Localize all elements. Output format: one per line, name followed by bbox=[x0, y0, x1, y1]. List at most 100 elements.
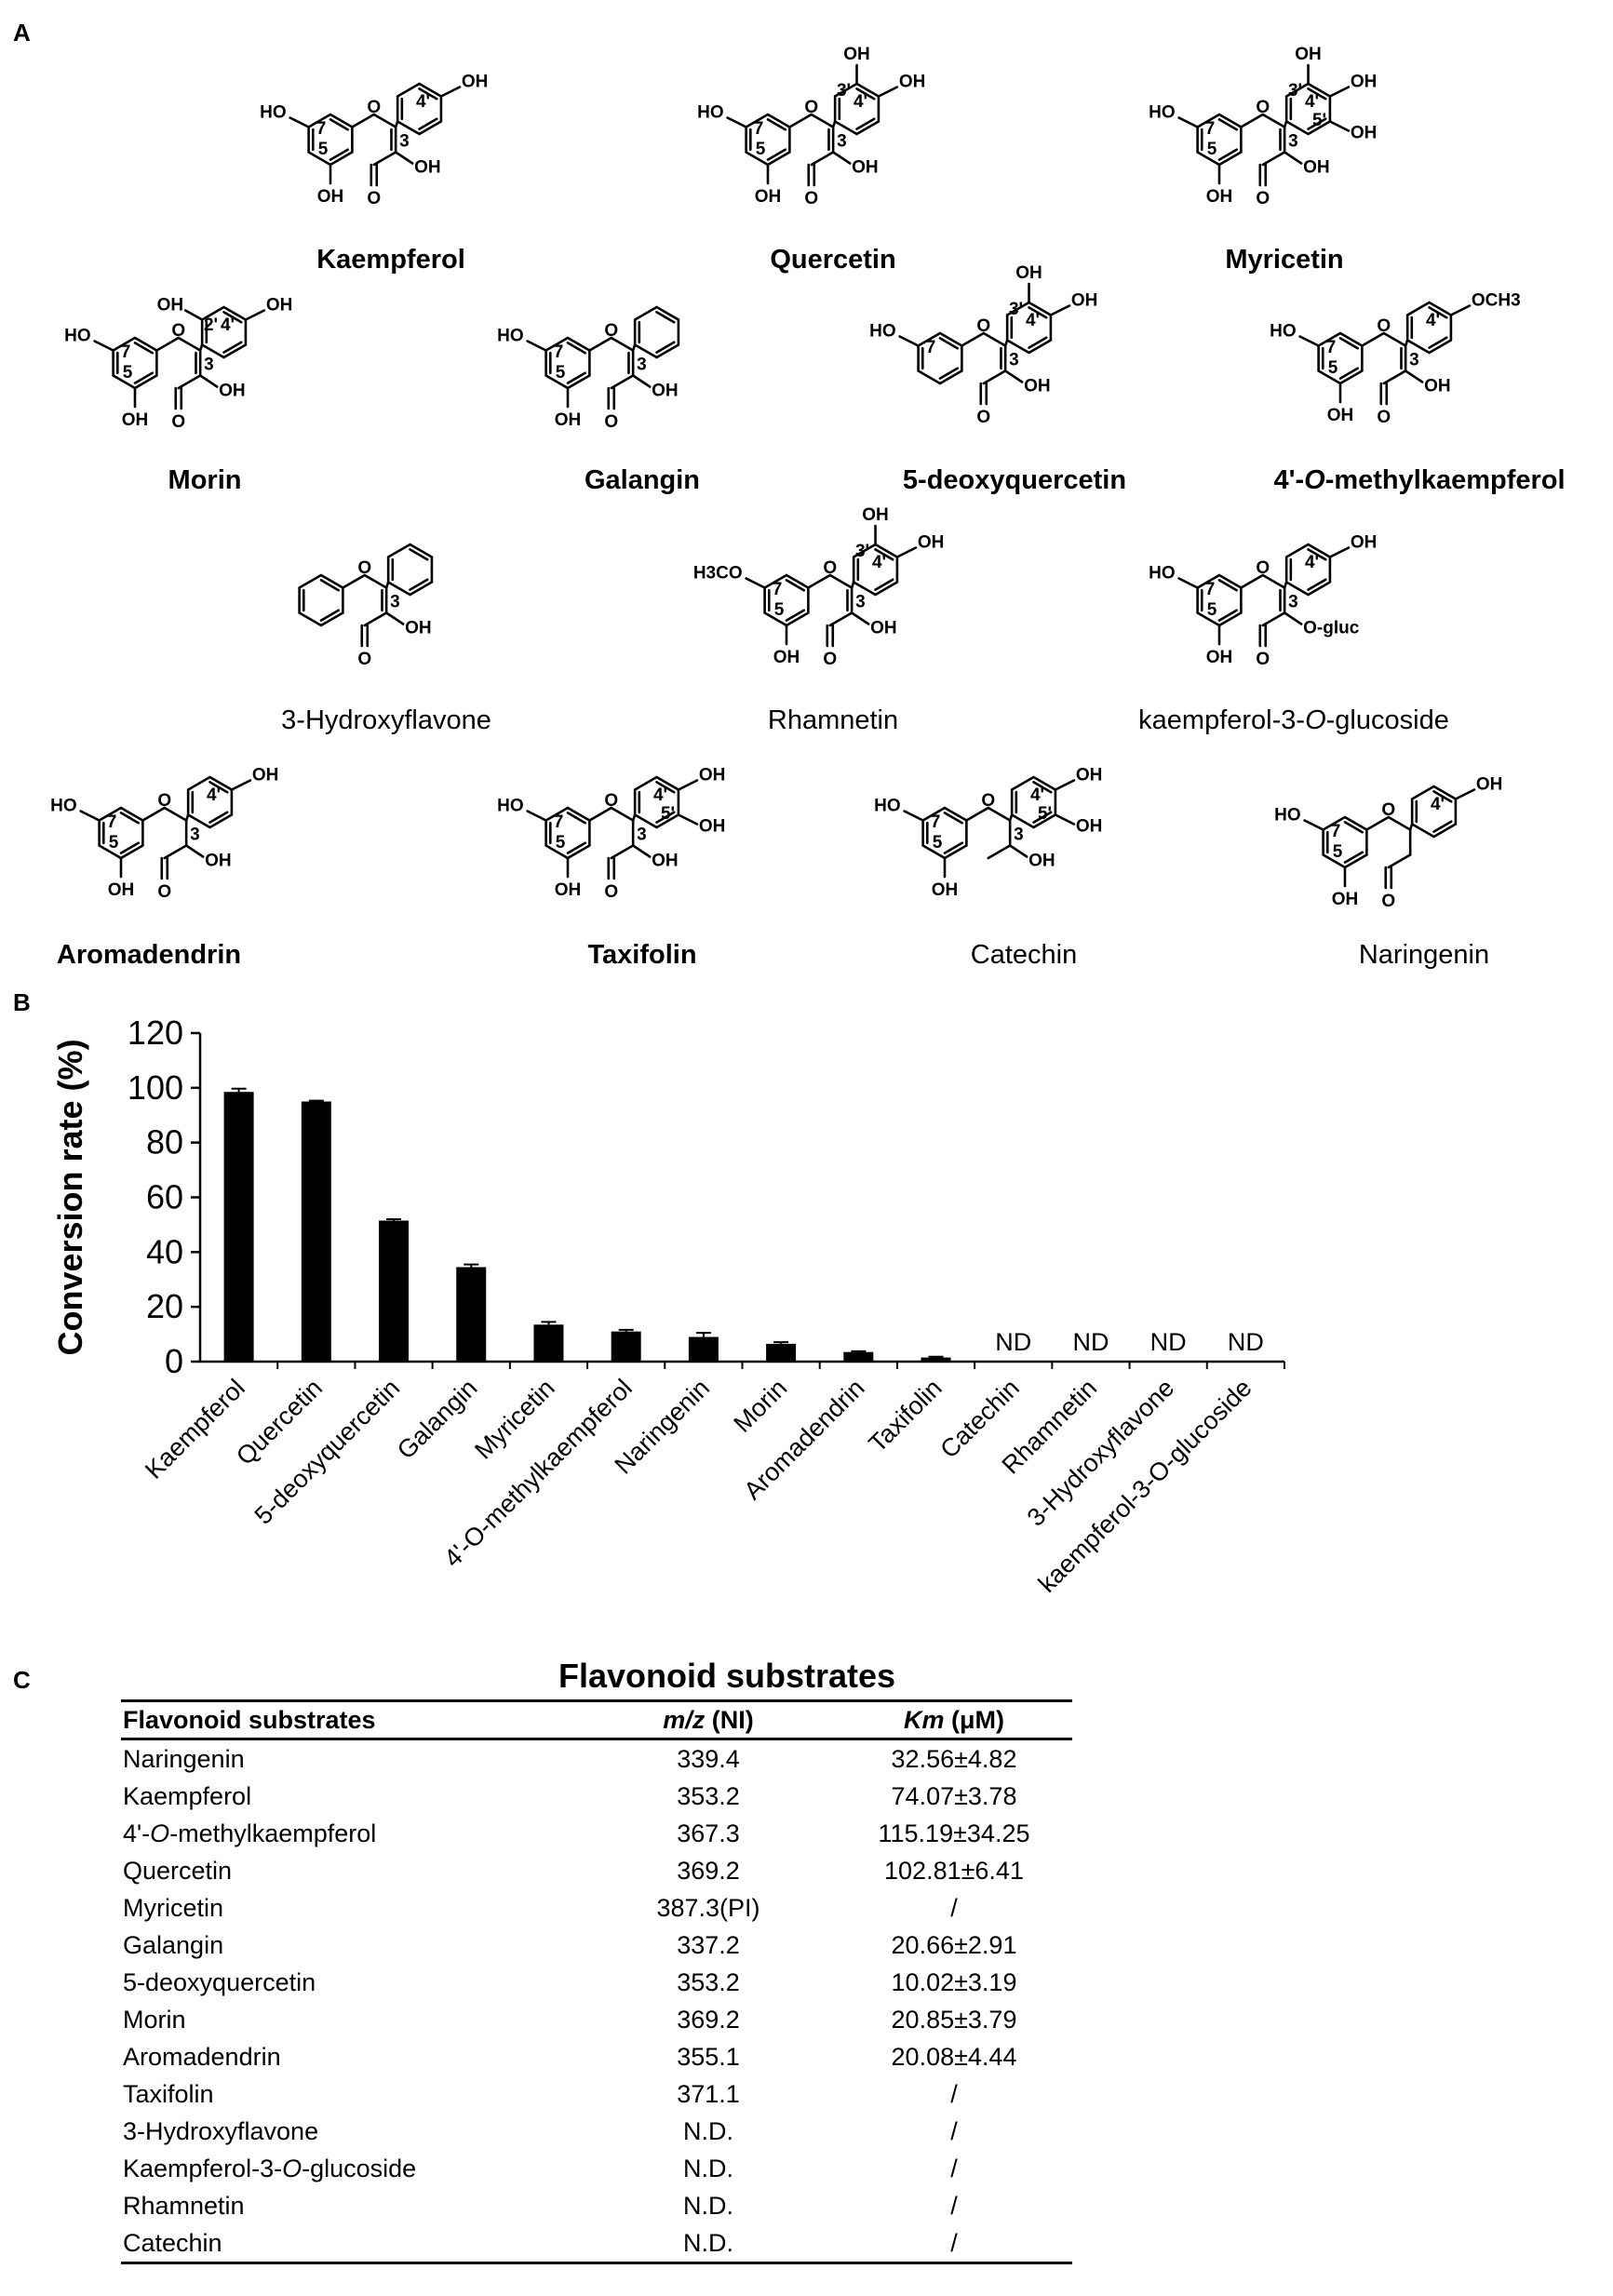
bar bbox=[611, 1331, 641, 1362]
carbonyl-o-label: O bbox=[604, 412, 618, 432]
y-tick-label: 100 bbox=[128, 1068, 183, 1107]
c3p-oh-label: OH bbox=[862, 505, 889, 525]
position-3-label: 3 bbox=[390, 593, 400, 612]
name-kaempferol-3-o-glucoside: kaempferol-3-O-glucoside bbox=[1138, 705, 1449, 735]
cell-km: / bbox=[950, 2191, 958, 2220]
carbonyl-o-label: O bbox=[367, 189, 381, 208]
cell-km: / bbox=[950, 2228, 958, 2257]
ring-oxygen-label: O bbox=[804, 98, 818, 117]
c5-oh-label: OH bbox=[555, 410, 582, 430]
carbonyl-o-label: O bbox=[171, 412, 185, 432]
position-3-label: 3 bbox=[1009, 351, 1019, 370]
position-5-label: 5 bbox=[318, 140, 329, 159]
cell-substrate: Myricetin bbox=[121, 1889, 581, 1927]
c3-substituent-label: OH bbox=[870, 619, 897, 638]
structures-panel: OOOH3OH5HO7OH4'KaempferolOOOH3OH5HO7OH4'… bbox=[50, 45, 1565, 970]
cell-substrate: Galangin bbox=[121, 1927, 581, 1964]
cell-mz: N.D. bbox=[683, 2228, 733, 2257]
cell-mz: N.D. bbox=[683, 2191, 733, 2220]
nd-label: ND bbox=[1150, 1328, 1187, 1356]
cell-km: 74.07±3.78 bbox=[891, 1781, 1017, 1810]
cell-substrate: Quercetin bbox=[121, 1852, 581, 1889]
name-naringenin: Naringenin bbox=[1359, 940, 1489, 970]
cell-km: 20.08±4.44 bbox=[891, 2042, 1017, 2071]
x-tick-label: 3-Hydroxyflavone bbox=[1022, 1374, 1180, 1532]
bar bbox=[533, 1324, 564, 1362]
carbonyl-o-label: O bbox=[976, 408, 990, 427]
position-4p-label: 4' bbox=[207, 785, 221, 805]
name-myricetin: Myricetin bbox=[1225, 245, 1343, 275]
carbonyl-o-label: O bbox=[823, 650, 837, 669]
position-4p-label: 4' bbox=[1026, 311, 1040, 330]
position-7-label: 7 bbox=[554, 342, 564, 362]
ring-oxygen-label: O bbox=[823, 558, 837, 578]
c7-substituent-label: HO bbox=[1149, 564, 1176, 584]
c7-substituent-label: HO bbox=[1274, 806, 1301, 826]
position-4p-label: 4' bbox=[1305, 553, 1319, 572]
position-5-label: 5 bbox=[756, 140, 766, 159]
position-3-label: 3 bbox=[399, 132, 410, 152]
cell-mz: 355.1 bbox=[677, 2042, 740, 2071]
position-4p-label: 4' bbox=[1431, 795, 1445, 814]
bar bbox=[379, 1220, 410, 1362]
position-7-label: 7 bbox=[926, 338, 936, 357]
position-7-label: 7 bbox=[121, 342, 131, 362]
cell-km: / bbox=[950, 2154, 958, 2182]
x-tick-label: 5-deoxyquercetin bbox=[249, 1374, 406, 1530]
position-3-label: 3 bbox=[1014, 826, 1024, 845]
cell-mz: 369.2 bbox=[677, 1856, 740, 1885]
cell-mz: 337.2 bbox=[677, 1930, 740, 1959]
position-3-label: 3 bbox=[637, 356, 647, 375]
position-7-label: 7 bbox=[316, 119, 327, 139]
ring-oxygen-label: O bbox=[981, 791, 995, 811]
ring-oxygen-label: O bbox=[367, 98, 381, 117]
cell-mz: N.D. bbox=[683, 2116, 733, 2145]
position-7-label: 7 bbox=[754, 119, 764, 139]
c5-oh-label: OH bbox=[108, 880, 135, 900]
panel-label-b: B bbox=[13, 988, 31, 1016]
y-tick-label: 0 bbox=[165, 1342, 183, 1380]
cell-km: 32.56±4.82 bbox=[891, 1744, 1017, 1773]
c3-substituent-label: OH bbox=[219, 382, 246, 401]
position-4p-label: 4' bbox=[416, 92, 430, 112]
name-galangin: Galangin bbox=[585, 465, 700, 495]
c4p-substituent-label: OH bbox=[1351, 73, 1378, 92]
cell-substrate-text: Myricetin bbox=[123, 1893, 224, 1922]
y-tick-label: 60 bbox=[146, 1178, 183, 1216]
col-header-km-italic: Km bbox=[903, 1705, 945, 1734]
position-7-label: 7 bbox=[931, 812, 941, 832]
cell-substrate-text: Taxifolin bbox=[123, 2079, 214, 2108]
cell-substrate-text: Aromadendrin bbox=[123, 2042, 281, 2071]
c4p-substituent-label: OH bbox=[899, 73, 926, 92]
substrates-table: Flavonoid substrates m/z (NI) Km (μM) Na… bbox=[121, 1699, 1072, 2264]
ring-oxygen-label: O bbox=[357, 558, 371, 578]
name-4p-o-methylkaempferol: 4'-O-methylkaempferol bbox=[1273, 465, 1565, 495]
position-3p-label: 3' bbox=[837, 81, 851, 101]
c4p-substituent-label: OH bbox=[1076, 766, 1103, 785]
col-header-mz-italic: m/z bbox=[663, 1705, 706, 1734]
position-4p-label: 4' bbox=[872, 553, 886, 572]
position-5-label: 5 bbox=[1207, 140, 1217, 159]
c3-substituent-label: OH bbox=[1024, 377, 1051, 396]
ring-oxygen-label: O bbox=[1377, 316, 1391, 336]
cell-km: 20.85±3.79 bbox=[891, 2005, 1017, 2034]
y-tick-label: 40 bbox=[146, 1232, 183, 1270]
cell-substrate-text: Morin bbox=[123, 2005, 186, 2034]
c5-oh-label: OH bbox=[1206, 187, 1233, 207]
c5-oh-label: OH bbox=[555, 880, 582, 900]
c4p-substituent-label: OH bbox=[1351, 533, 1378, 553]
cell-mz: N.D. bbox=[683, 2154, 733, 2182]
position-3-label: 3 bbox=[637, 826, 647, 845]
c3p-oh-label: OH bbox=[1015, 263, 1042, 283]
c4p-substituent-label: OH bbox=[699, 766, 726, 785]
cell-km: / bbox=[950, 2079, 958, 2108]
position-5-label: 5 bbox=[556, 363, 566, 383]
position-5p-label: 5' bbox=[1312, 111, 1326, 130]
